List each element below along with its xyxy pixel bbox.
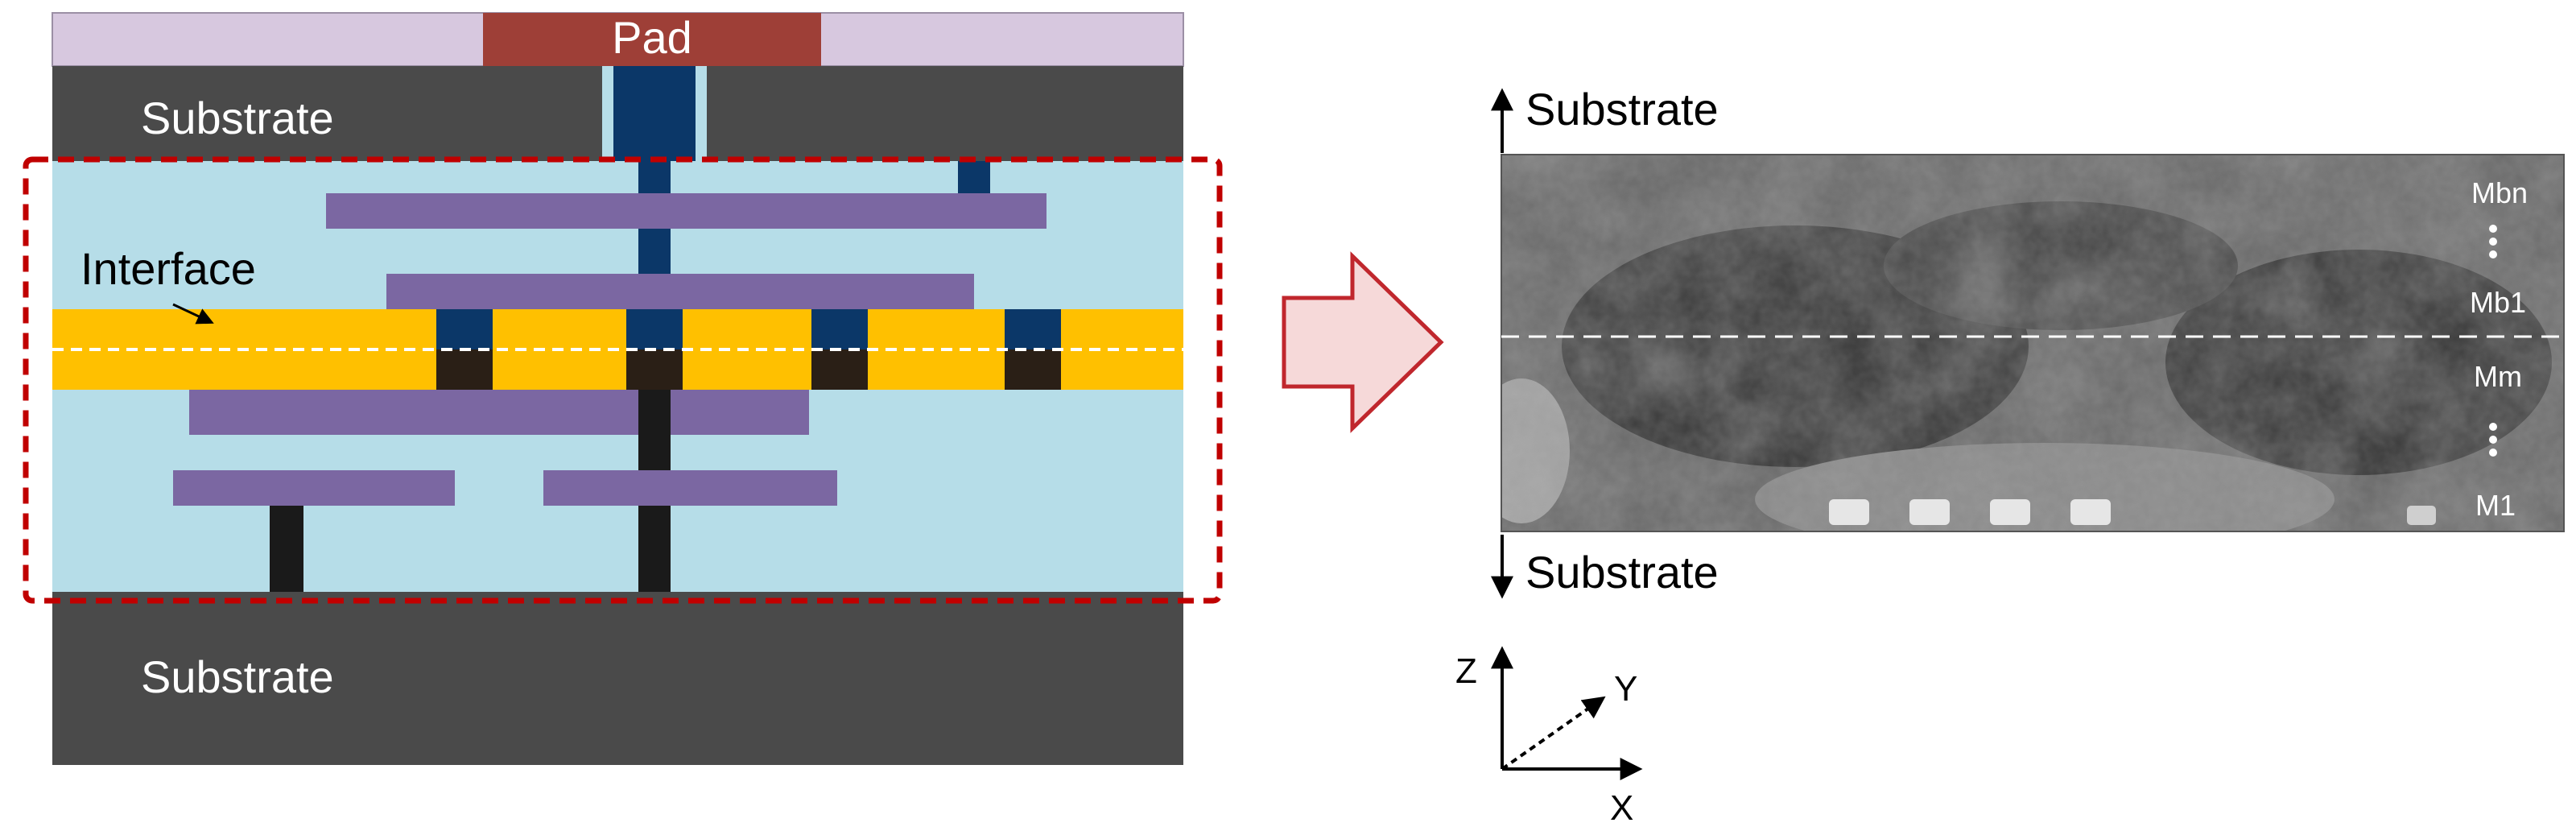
sem-grain bbox=[1501, 155, 2564, 531]
substrate-top-label: Substrate bbox=[141, 93, 334, 143]
via-dark bbox=[270, 506, 303, 592]
layer-label-mm: Mm bbox=[2474, 360, 2522, 393]
bond-via-bottom bbox=[811, 349, 868, 390]
pad-via bbox=[613, 66, 696, 161]
via-dark bbox=[638, 390, 671, 470]
bond-via-bottom bbox=[436, 349, 493, 390]
interface-pointer bbox=[172, 303, 214, 325]
sem-image: Substrate Mbn Mb1 Mm bbox=[1491, 84, 2565, 599]
bond-via-bottom bbox=[1005, 349, 1061, 390]
ellipsis-dot bbox=[2489, 449, 2497, 457]
sem-top-label: Substrate bbox=[1525, 84, 1719, 134]
substrate-bottom-label: Substrate bbox=[141, 651, 334, 702]
bond-via-top bbox=[436, 309, 493, 349]
sem-frame bbox=[1501, 154, 2565, 532]
metal-line bbox=[173, 470, 455, 506]
bond-via-top bbox=[1005, 309, 1061, 349]
sem-via-plug bbox=[1990, 499, 2030, 525]
layer-label-m1: M1 bbox=[2475, 489, 2516, 522]
metal-line bbox=[326, 193, 1046, 229]
sem-via-plug bbox=[2407, 506, 2436, 525]
via bbox=[638, 229, 671, 274]
ellipsis-dot bbox=[2489, 225, 2497, 233]
ellipsis-dot bbox=[2489, 423, 2497, 431]
ellipsis-dot bbox=[2489, 250, 2497, 258]
y-axis bbox=[1501, 696, 1606, 771]
bond-via-bottom bbox=[626, 349, 683, 390]
via-dark bbox=[638, 506, 671, 592]
sem-via-plug bbox=[1829, 499, 1869, 525]
interface-label: Interface bbox=[80, 243, 256, 294]
substrate-bottom bbox=[52, 592, 1183, 765]
region-outline bbox=[23, 156, 1223, 604]
metal-line bbox=[543, 470, 837, 506]
sem-via-plug bbox=[2070, 499, 2111, 525]
metal-line bbox=[189, 390, 809, 435]
y-axis-label: Y bbox=[1614, 669, 1637, 709]
metal-line bbox=[386, 274, 974, 309]
transition-arrow-icon bbox=[1282, 251, 1444, 433]
ellipsis-dot bbox=[2489, 436, 2497, 444]
pad-label: Pad bbox=[612, 12, 692, 63]
bond-via-top bbox=[811, 309, 868, 349]
layer-label-mb1: Mb1 bbox=[2470, 286, 2526, 319]
via bbox=[638, 161, 671, 193]
cross-section-diagram: Pad Substrate Substrate bbox=[23, 12, 1223, 765]
sem-bottom-label: Substrate bbox=[1525, 547, 1719, 597]
via bbox=[958, 161, 990, 193]
z-axis-label: Z bbox=[1455, 651, 1477, 691]
layer-label-mbn: Mbn bbox=[2471, 176, 2528, 209]
pad bbox=[483, 13, 821, 66]
bond-via-top bbox=[626, 309, 683, 349]
bond-pads bbox=[436, 309, 1061, 390]
x-axis-label: X bbox=[1610, 788, 1633, 828]
sem-via-plug bbox=[1909, 499, 1950, 525]
coordinate-axes: Z Y X bbox=[1455, 646, 1643, 828]
ellipsis-dot bbox=[2489, 238, 2497, 246]
